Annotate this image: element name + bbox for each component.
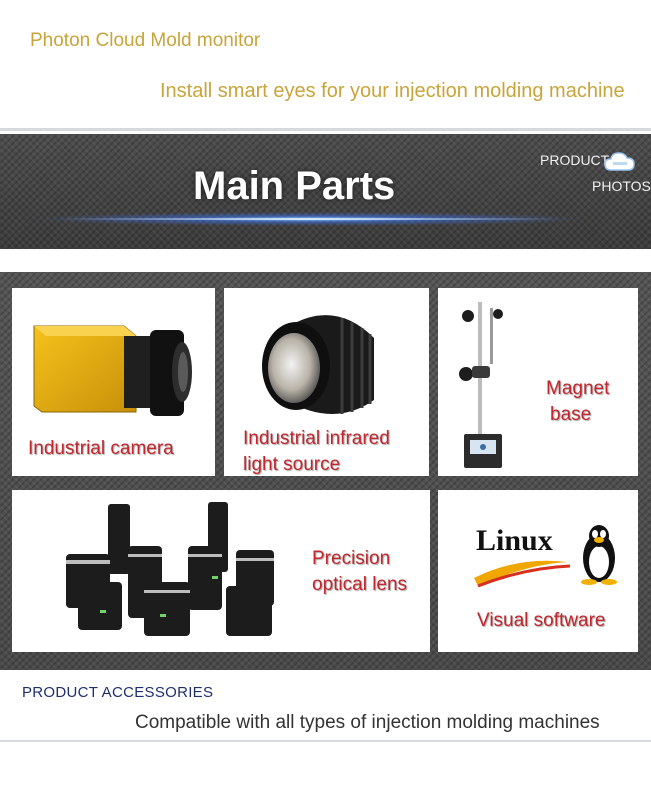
tux-penguin-icon <box>581 525 617 585</box>
part-card-industrial-camera[interactable]: Industrial camera <box>12 288 215 476</box>
banner-title: Main Parts <box>193 164 396 208</box>
magnet-base-image <box>459 302 503 468</box>
header-divider <box>0 128 651 131</box>
industrial-camera-image <box>33 325 192 416</box>
linux-swoosh-icon <box>474 560 571 588</box>
product-photos-label-line1: PRODUCT <box>540 152 610 168</box>
part-label-infrared-line2: light source <box>243 454 341 475</box>
part-label-industrial-camera: Industrial camera <box>28 438 174 459</box>
part-card-optical-lens[interactable]: Precision optical lens <box>12 490 430 652</box>
part-label-magnet-line2: base <box>550 404 592 425</box>
part-card-visual-software[interactable]: Linux Visual software <box>438 490 638 652</box>
part-label-visual-software: Visual software <box>477 610 606 631</box>
linux-logo-text: Linux <box>476 524 553 557</box>
brand-title: Photon Cloud Mold monitor <box>30 30 261 51</box>
accessories-tagline: Compatible with all types of injection m… <box>135 712 600 733</box>
part-label-lens-line2: optical lens <box>312 574 408 595</box>
part-card-infrared-light[interactable]: Industrial infrared light source <box>224 288 429 476</box>
part-card-magnet-base[interactable]: Magnet base <box>438 288 638 476</box>
part-label-magnet-line1: Magnet <box>546 378 610 399</box>
part-label-infrared-line1: Industrial infrared <box>243 428 390 449</box>
infrared-light-image <box>262 315 374 414</box>
cloud-icon <box>604 152 635 171</box>
product-photos-label-line2: PHOTOS <box>592 178 651 194</box>
optical-lens-image <box>66 502 274 636</box>
part-label-lens-line1: Precision <box>312 548 391 569</box>
main-parts-banner: Main Parts PRODUCT PHOTOS <box>0 134 651 249</box>
footer-divider <box>0 740 651 742</box>
banner-glow-line <box>60 218 560 220</box>
accessories-title: PRODUCT ACCESSORIES <box>22 684 214 701</box>
brand-tagline: Install smart eyes for your injection mo… <box>160 80 625 102</box>
parts-grid: Industrial camera Industrial infrared <box>0 272 651 670</box>
